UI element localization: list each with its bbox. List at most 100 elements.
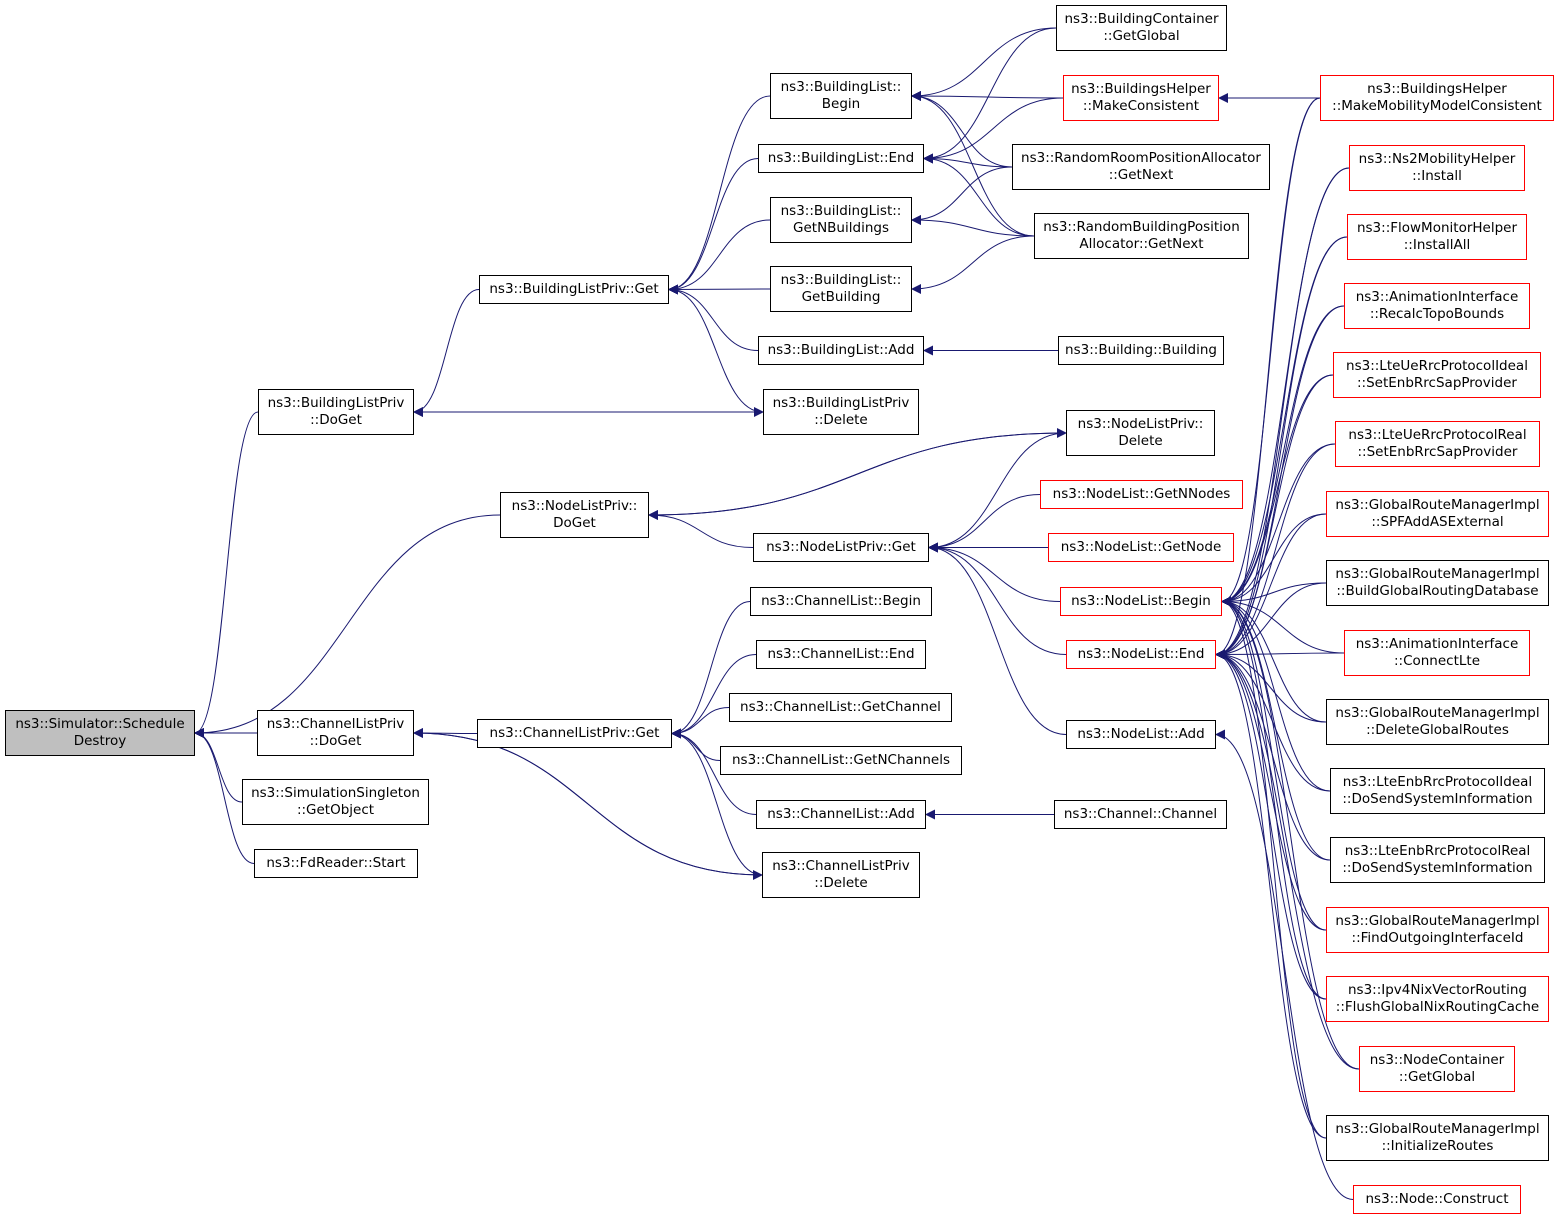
graph-node-nlp-delete[interactable]: ns3::NodeListPriv::Delete	[1066, 410, 1215, 456]
graph-node-ns2mh-install[interactable]: ns3::Ns2MobilityHelper::Install	[1349, 145, 1525, 191]
graph-node-cl-getchannel[interactable]: ns3::ChannelList::GetChannel	[729, 693, 952, 722]
edge-rbpa_getnext-to-bl_end	[923, 153, 1035, 237]
graph-node-building-building[interactable]: ns3::Building::Building	[1058, 336, 1224, 365]
graph-node-rrpa-getnext[interactable]: ns3::RandomRoomPositionAllocator::GetNex…	[1012, 144, 1270, 190]
graph-node-channel-channel[interactable]: ns3::Channel::Channel	[1054, 800, 1227, 829]
graph-node-fmh-installall[interactable]: ns3::FlowMonitorHelper::InstallAll	[1347, 214, 1527, 260]
graph-node-label: ::DoGet	[309, 733, 362, 749]
graph-node-lteenb-real-dosend[interactable]: ns3::LteEnbRrcProtocolReal::DoSendSystem…	[1330, 837, 1545, 883]
graph-node-blp-doget[interactable]: ns3::BuildingListPriv::DoGet	[258, 389, 414, 435]
graph-node-ai-connectlte[interactable]: ns3::AnimationInterface::ConnectLte	[1344, 630, 1530, 676]
graph-node-bl-begin[interactable]: ns3::BuildingList::Begin	[770, 73, 912, 119]
edge-grmi_findoutgoing-to-nl_end	[1215, 649, 1327, 931]
graph-node-ipv4nix-flush[interactable]: ns3::Ipv4NixVectorRouting::FlushGlobalNi…	[1326, 976, 1549, 1022]
graph-node-grmi-deleteglobal[interactable]: ns3::GlobalRouteManagerImpl::DeleteGloba…	[1326, 699, 1549, 745]
graph-node-label: ns3::GlobalRouteManagerImpl	[1335, 705, 1540, 721]
graph-node-label: ns3::BuildingListPriv::Get	[489, 281, 659, 297]
edge-grmi_findoutgoing-to-nl_begin	[1221, 596, 1327, 931]
graph-node-nl-end[interactable]: ns3::NodeList::End	[1066, 640, 1216, 669]
graph-node-label: ns3::NodeContainer	[1369, 1052, 1505, 1068]
graph-node-bh-makemobility[interactable]: ns3::BuildingsHelper::MakeMobilityModelC…	[1320, 75, 1554, 121]
edge-lterrc_ideal_setenb-to-nl_begin	[1221, 374, 1334, 607]
edge-nl_begin-to-nlp_get	[928, 542, 1061, 602]
edge-grmi_initroutes-to-nl_begin	[1221, 596, 1327, 1139]
graph-node-label: ::GetGlobal	[1398, 1069, 1476, 1085]
graph-node-nlp-doget[interactable]: ns3::NodeListPriv::DoGet	[500, 492, 649, 538]
edge-grmi_deleteglobal-to-nl_end	[1215, 649, 1327, 723]
edge-bc_getglobal-to-bl_end	[923, 27, 1057, 164]
graph-node-label: GetNBuildings	[793, 220, 889, 236]
edge-grmi_buildglobal-to-nl_begin	[1221, 582, 1327, 607]
graph-node-label: ns3::ChannelListPriv	[266, 716, 405, 732]
graph-node-nl-getnnodes[interactable]: ns3::NodeList::GetNNodes	[1040, 480, 1243, 509]
graph-node-nl-begin[interactable]: ns3::NodeList::Begin	[1060, 587, 1222, 616]
graph-node-label: ns3::NodeList::End	[1077, 646, 1205, 662]
edge-ipv4nix_flush-to-nl_begin	[1221, 596, 1327, 1000]
edge-nlp_get-to-nlp_doget	[648, 510, 754, 548]
graph-node-cl-add[interactable]: ns3::ChannelList::Add	[756, 800, 926, 829]
edge-bh_makemobility-to-nl_end	[1215, 97, 1321, 660]
graph-node-clp-doget[interactable]: ns3::ChannelListPriv::DoGet	[257, 710, 414, 756]
edge-nlp_doget-to-nlp_delete	[648, 428, 1067, 516]
graph-node-grmi-spfaddas[interactable]: ns3::GlobalRouteManagerImpl::SPFAddASExt…	[1326, 491, 1549, 537]
graph-node-ai-recalctopo[interactable]: ns3::AnimationInterface::RecalcTopoBound…	[1344, 283, 1530, 329]
graph-node-lterrc-real-setenb[interactable]: ns3::LteUeRrcProtocolReal::SetEnbRrcSapP…	[1335, 421, 1540, 467]
graph-node-label: ns3::BuildingsHelper	[1071, 81, 1211, 97]
edge-blp_get-to-blp_doget	[413, 289, 480, 417]
graph-node-clp-delete[interactable]: ns3::ChannelListPriv::Delete	[762, 852, 920, 898]
graph-node-grmi-buildglobal[interactable]: ns3::GlobalRouteManagerImpl::BuildGlobal…	[1326, 560, 1549, 606]
graph-node-label: ::DeleteGlobalRoutes	[1366, 722, 1509, 738]
edge-ai_connectlte-to-nl_end	[1215, 649, 1345, 660]
graph-node-label: ns3::NodeList::GetNNodes	[1052, 486, 1231, 502]
graph-node-label: ::RecalcTopoBounds	[1369, 306, 1505, 322]
edge-bh_makeconsistent-to-bl_end	[923, 97, 1064, 164]
edge-rrpa_getnext-to-bl_end	[923, 153, 1013, 168]
graph-node-label: ::GetNext	[1108, 167, 1174, 183]
graph-node-node-construct[interactable]: ns3::Node::Construct	[1353, 1185, 1521, 1214]
graph-node-bc-getglobal[interactable]: ns3::BuildingContainer::GetGlobal	[1056, 5, 1227, 51]
graph-node-label: ::FindOutgoingInterfaceId	[1351, 930, 1524, 946]
graph-node-label: ns3::BuildingList::End	[767, 150, 915, 166]
edge-ai_recalctopo-to-nl_begin	[1221, 305, 1345, 607]
graph-node-label: ::Install	[1412, 168, 1462, 184]
graph-node-label: ns3::GlobalRouteManagerImpl	[1335, 913, 1540, 929]
graph-node-label: ::FlushGlobalNixRoutingCache	[1335, 999, 1540, 1015]
graph-node-grmi-findoutgoing[interactable]: ns3::GlobalRouteManagerImpl::FindOutgoin…	[1326, 907, 1549, 953]
graph-node-bl-getbuilding[interactable]: ns3::BuildingList::GetBuilding	[770, 266, 912, 312]
graph-node-nl-getnode[interactable]: ns3::NodeList::GetNode	[1048, 533, 1234, 562]
graph-node-ss-getobject[interactable]: ns3::SimulationSingleton::GetObject	[242, 779, 429, 825]
graph-node-blp-delete[interactable]: ns3::BuildingListPriv::Delete	[763, 389, 919, 435]
edge-grmi_initroutes-to-nl_end	[1215, 649, 1327, 1139]
graph-node-label: ns3::BuildingList::	[780, 79, 902, 95]
graph-node-grmi-initroutes[interactable]: ns3::GlobalRouteManagerImpl::InitializeR…	[1326, 1115, 1549, 1161]
graph-node-cl-begin[interactable]: ns3::ChannelList::Begin	[750, 587, 932, 616]
graph-node-bl-end[interactable]: ns3::BuildingList::End	[758, 144, 924, 173]
graph-node-cl-getnchannels[interactable]: ns3::ChannelList::GetNChannels	[720, 746, 962, 775]
graph-node-label: ::BuildGlobalRoutingDatabase	[1336, 583, 1539, 599]
graph-node-blp-get[interactable]: ns3::BuildingListPriv::Get	[479, 275, 669, 304]
graph-node-label: ns3::AnimationInterface	[1355, 289, 1519, 305]
edge-bc_getglobal-to-bl_begin	[911, 27, 1057, 101]
graph-node-clp-get[interactable]: ns3::ChannelListPriv::Get	[477, 719, 672, 748]
graph-node-lterrc-ideal-setenb[interactable]: ns3::LteUeRrcProtocolIdeal::SetEnbRrcSap…	[1333, 352, 1541, 398]
graph-node-nlp-get[interactable]: ns3::NodeListPriv::Get	[753, 533, 929, 562]
graph-node-bl-add[interactable]: ns3::BuildingList::Add	[758, 336, 924, 365]
graph-node-bl-getnbuildings[interactable]: ns3::BuildingList::GetNBuildings	[770, 197, 912, 243]
graph-node-bh-makeconsistent[interactable]: ns3::BuildingsHelper::MakeConsistent	[1063, 75, 1219, 121]
graph-node-label: ns3::BuildingList::Add	[767, 342, 915, 358]
edge-lteenb_ideal_dosend-to-nl_begin	[1221, 596, 1331, 792]
graph-node-label: ::SetEnbRrcSapProvider	[1357, 375, 1517, 391]
graph-node-fdreader-start[interactable]: ns3::FdReader::Start	[254, 849, 418, 878]
edge-ipv4nix_flush-to-nl_end	[1215, 649, 1327, 1000]
graph-node-label: ns3::Ns2MobilityHelper	[1358, 151, 1516, 167]
graph-node-label: Destroy	[73, 733, 127, 749]
graph-node-label: ns3::GlobalRouteManagerImpl	[1335, 1121, 1540, 1137]
graph-node-cl-end[interactable]: ns3::ChannelList::End	[756, 640, 926, 669]
graph-node-label: ::Delete	[814, 412, 868, 428]
graph-node-nl-add[interactable]: ns3::NodeList::Add	[1066, 720, 1216, 749]
graph-node-nc-getglobal[interactable]: ns3::NodeContainer::GetGlobal	[1359, 1046, 1515, 1092]
graph-node-lteenb-ideal-dosend[interactable]: ns3::LteEnbRrcProtocolIdeal::DoSendSyste…	[1330, 768, 1545, 814]
edge-cl_begin-to-clp_get	[671, 601, 751, 739]
